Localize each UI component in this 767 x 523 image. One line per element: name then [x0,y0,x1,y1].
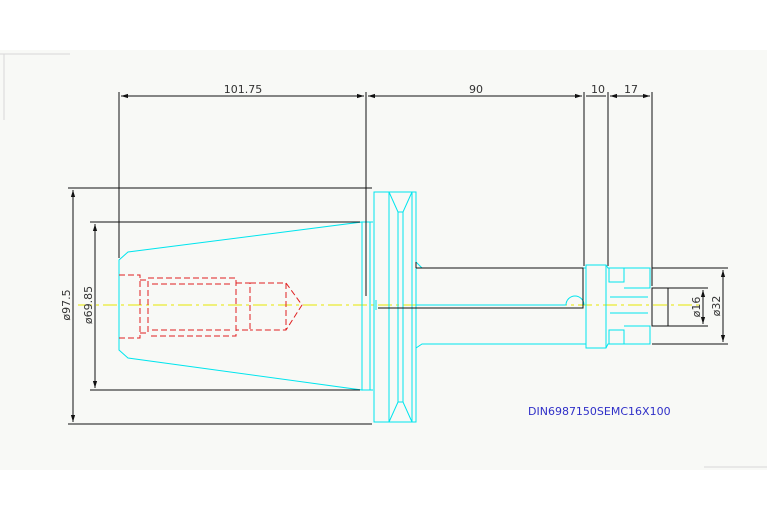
dim-length-taper: 101.75 [224,83,263,96]
dim-vertical-left [68,187,372,425]
hidden-bore [119,274,303,339]
paper-corner-mark [0,53,70,120]
dim-length-tip: 17 [624,83,638,96]
dim-length-body: 90 [469,83,483,96]
drawing-paper [0,50,767,470]
shank-outline [415,261,651,349]
taper-outline [118,221,373,391]
dim-diameter-flange: ø97.5 [60,289,73,320]
shank-dimension-lines [378,262,669,327]
flange-outline [373,191,417,423]
dim-length-step: 10 [591,83,605,96]
dim-diameter-taper: ø69.85 [82,286,95,324]
dim-diameter-nose: ø32 [710,296,723,317]
dim-vertical-right [652,267,728,345]
dim-diameter-bore: ø16 [690,297,703,318]
dim-horizontal [118,92,653,296]
part-code-label: DIN6987150SEMC16X100 [528,405,671,418]
